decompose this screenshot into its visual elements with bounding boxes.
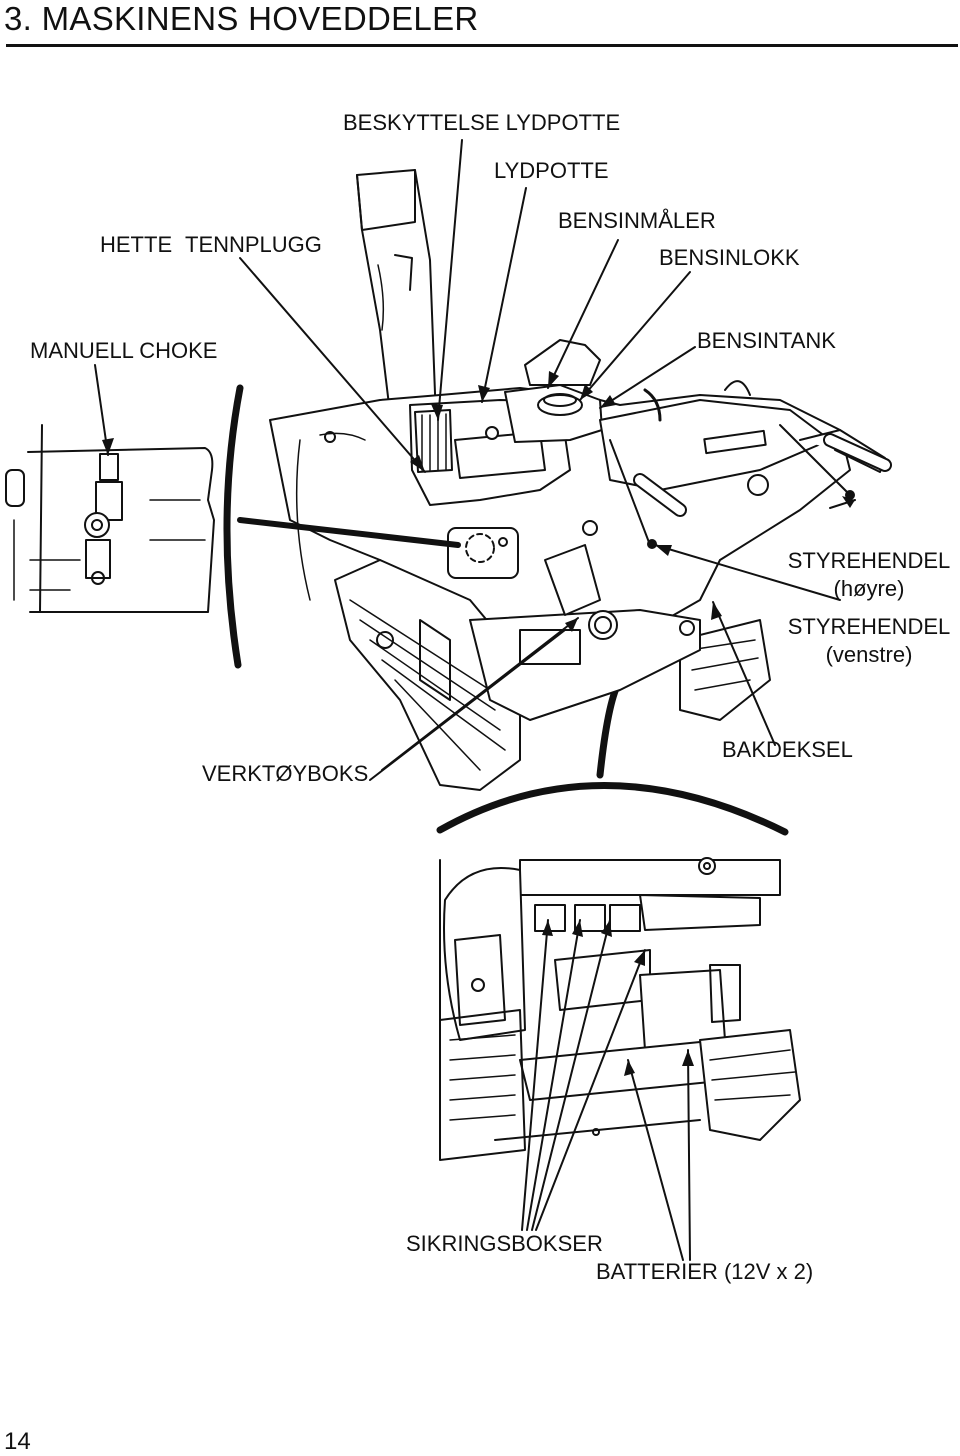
lower-leader-arrowheads [542, 920, 694, 1076]
label-bensinlokk: BENSINLOKK [659, 245, 800, 270]
label-venstre-note: (venstre) [825, 642, 913, 667]
leader-lines [94, 139, 856, 781]
label-styrehendel-venstre: STYREHENDEL [787, 614, 951, 639]
section-heading: 3. MASKINENS HOVEDDELER [4, 0, 479, 37]
inset-bracket-bottom [436, 782, 789, 836]
label-bakdeksel: BAKDEKSEL [722, 737, 853, 762]
label-batterier: BATTERIER (12V x 2) [596, 1259, 814, 1284]
heading-rule [6, 44, 958, 47]
label-hette: HETTE [100, 232, 173, 257]
snowblower-drawing [269, 169, 892, 791]
label-bensintank: BENSINTANK [697, 328, 836, 353]
page-number: 14 [4, 1428, 31, 1455]
label-bensinmaler: BENSINMÅLER [558, 208, 716, 233]
inset-bracket-left [223, 384, 244, 669]
lower-leader-lines [521, 919, 691, 1261]
label-beskyttelse-lydpotte: BESKYTTELSE LYDPOTTE [343, 110, 621, 135]
label-lydpotte: LYDPOTTE [494, 158, 609, 183]
label-sikringsbokser: SIKRINGSBOKSER [406, 1231, 603, 1256]
leader-arrowheads [102, 371, 855, 632]
label-tennplugg: TENNPLUGG [185, 232, 322, 257]
label-verktoyboks: VERKTØYBOKS [202, 761, 369, 786]
battery-detail-inset [439, 857, 801, 1161]
label-manuell-choke: MANUELL CHOKE [30, 338, 218, 363]
label-hoyre-note: (høyre) [833, 576, 905, 601]
choke-detail-inset [5, 424, 215, 613]
label-styrehendel-hoyre: STYREHENDEL [787, 548, 951, 573]
